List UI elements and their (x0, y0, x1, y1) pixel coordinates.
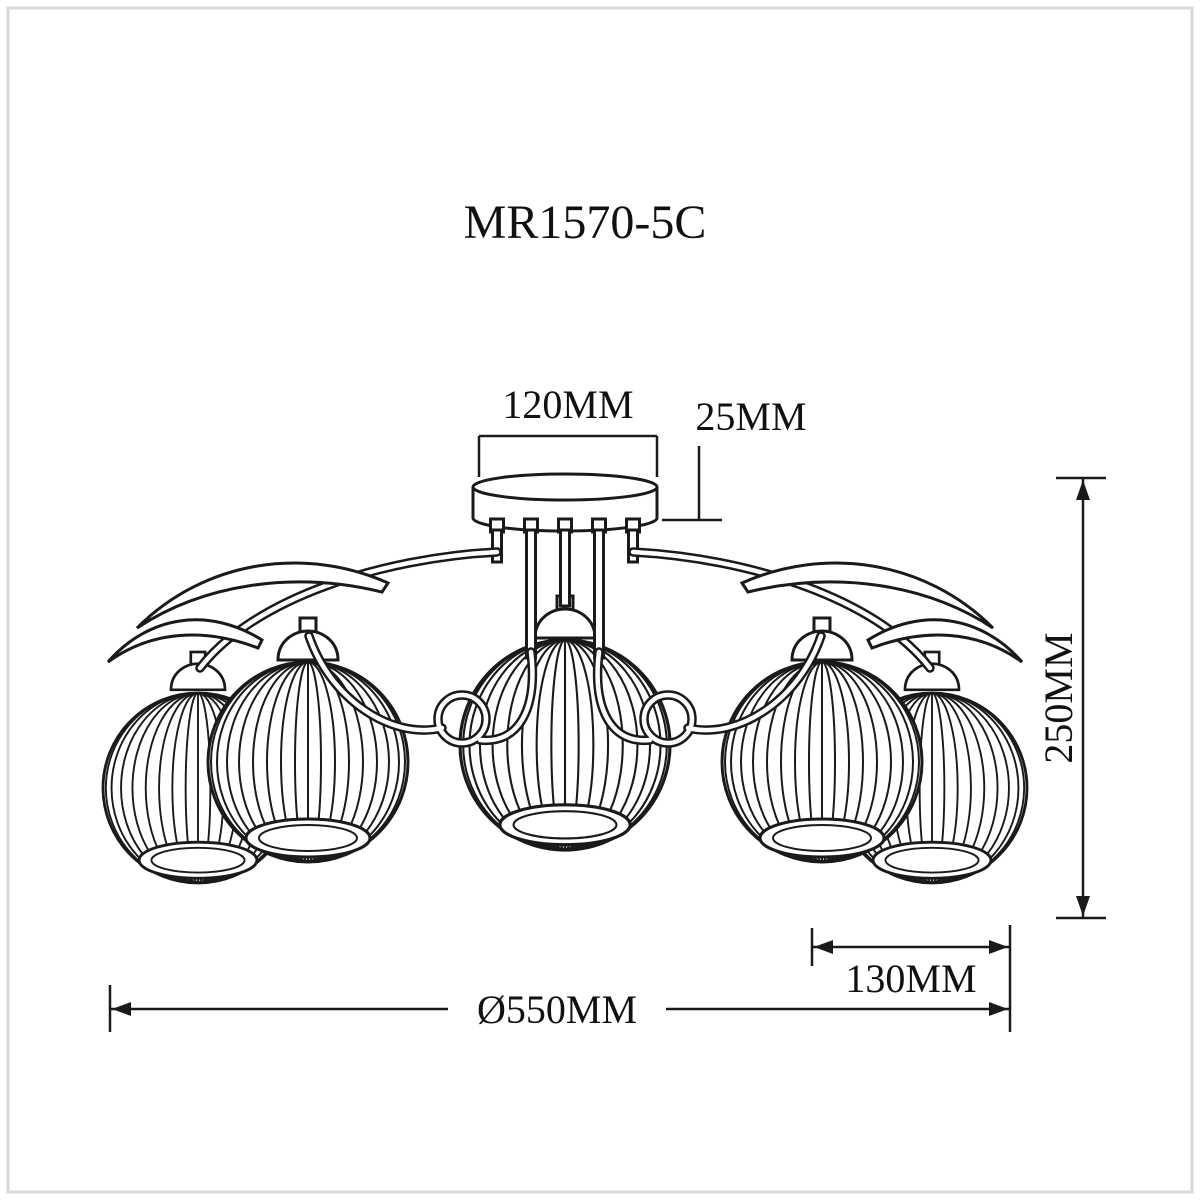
fixture-height-label: 250MM (1036, 632, 1081, 763)
model-number: MR1570-5C (464, 196, 707, 249)
dimension-fixture-diameter: Ø550MM (108, 925, 1012, 1032)
shade-left (206, 616, 410, 864)
fixture-diameter-label: Ø550MM (477, 987, 637, 1032)
canopy-width-label: 120MM (502, 382, 633, 427)
dimension-canopy-height: 25MM (662, 394, 807, 522)
shade-right (720, 616, 924, 864)
dimension-shade-width: 130MM (810, 928, 1010, 1001)
shade-width-label: 130MM (845, 956, 976, 1001)
canopy-height-label: 25MM (695, 394, 806, 439)
hanging-rods (489, 517, 641, 660)
shade-center (458, 594, 672, 852)
dimension-fixture-height: 250MM (1036, 476, 1106, 920)
blades-left (106, 561, 390, 664)
fixture-drawing (101, 472, 1029, 885)
dimension-canopy-width: 120MM (477, 382, 659, 477)
blades-right (740, 561, 1024, 664)
label-mask (448, 988, 666, 1030)
image-frame (6, 6, 1194, 1194)
ceiling-canopy (471, 472, 659, 533)
